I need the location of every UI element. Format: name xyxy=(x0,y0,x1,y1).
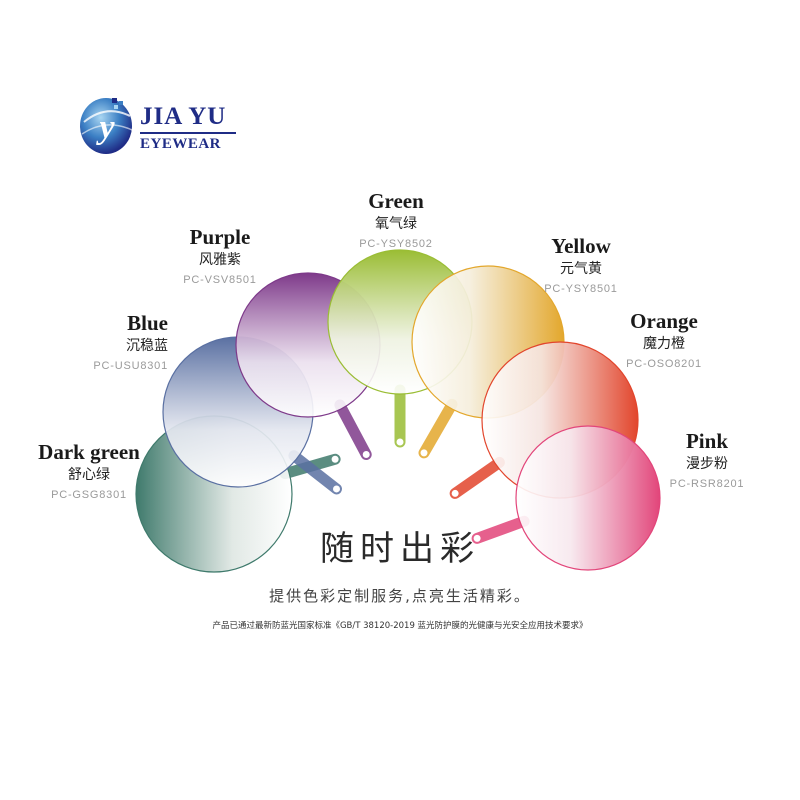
lens-code: PC-YSY8502 xyxy=(359,238,433,250)
lens-name-cn: 魔力橙 xyxy=(643,336,685,352)
lens-handle-hole xyxy=(473,534,481,542)
label-purple: Purple 风雅紫 PC-VSV8501 xyxy=(183,226,256,287)
lens-name: Purple xyxy=(189,225,251,249)
brand-subtitle: EYEWEAR xyxy=(140,136,222,152)
lens-handle-hole xyxy=(396,438,404,446)
standard-footnote: 产品已通过最新防蓝光国家标准《GB/T 38120-2019 蓝光防护膜的光健康… xyxy=(212,621,588,631)
lens-handle xyxy=(288,450,343,495)
label-pink: Pink 漫步粉 PC-RSR8201 xyxy=(670,430,745,491)
lens-handle xyxy=(334,399,372,460)
lens-code: PC-OSO8201 xyxy=(626,358,702,370)
headline: 随时出彩 xyxy=(320,529,480,569)
lens-code: PC-USU8301 xyxy=(93,360,168,372)
lens-handle xyxy=(471,515,530,544)
lens-name-cn: 氧气绿 xyxy=(375,216,417,232)
lens-name: Green xyxy=(368,189,424,213)
lens-name-cn: 风雅紫 xyxy=(199,252,241,268)
brand-divider xyxy=(140,132,236,134)
lens-disc xyxy=(515,425,661,571)
brand-name: JIA YU xyxy=(140,103,227,130)
lens-code: PC-GSG8301 xyxy=(51,489,127,501)
lens-code: PC-RSR8201 xyxy=(669,478,745,490)
label-green: Green 氧气绿 PC-YSY8502 xyxy=(359,190,432,251)
brand-logo: y JIA YU EYEWEAR xyxy=(78,92,238,162)
brand-globe-icon: y xyxy=(80,98,133,154)
lens-handle-hole xyxy=(362,450,370,458)
lens-code: PC-YSY8501 xyxy=(544,283,618,295)
lens-name-cn: 沉稳蓝 xyxy=(126,338,168,354)
lens-sample-pink xyxy=(471,425,661,571)
lens-handle xyxy=(449,456,505,499)
label-yellow: Yellow 元气黄 PC-YSY8501 xyxy=(544,235,617,296)
lens-name-cn: 漫步粉 xyxy=(685,456,728,472)
lens-handle-hole xyxy=(420,449,428,457)
label-orange: Orange 魔力橙 PC-OSO8201 xyxy=(626,310,702,371)
lens-handle-hole xyxy=(331,455,339,463)
lens-handle-hole xyxy=(451,489,459,497)
lens-name-cn: 元气黄 xyxy=(560,261,602,277)
lens-name: Pink xyxy=(685,429,729,453)
lens-name: Orange xyxy=(630,309,698,333)
label-dark-green: Dark green 舒心绿 PC-GSG8301 xyxy=(38,441,140,502)
lens-name: Dark green xyxy=(38,440,140,464)
lens-name: Yellow xyxy=(551,234,611,258)
tagline: 提供色彩定制服务,点亮生活精彩。 xyxy=(269,587,531,605)
lens-handle-hole xyxy=(333,485,341,493)
label-blue: Blue 沉稳蓝 PC-USU8301 xyxy=(93,312,168,373)
brand-mark-letter: y xyxy=(95,109,115,146)
lens-name-cn: 舒心绿 xyxy=(68,467,110,483)
lens-name: Blue xyxy=(127,311,168,335)
lens-code: PC-VSV8501 xyxy=(183,274,257,286)
lens-handle xyxy=(418,398,458,459)
